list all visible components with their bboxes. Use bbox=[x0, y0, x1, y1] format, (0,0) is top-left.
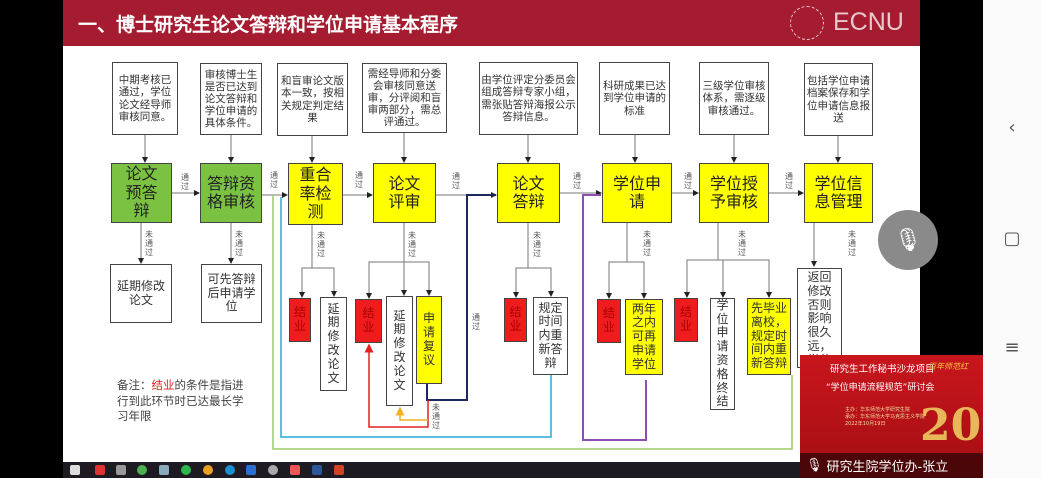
word-icon[interactable] bbox=[312, 465, 322, 475]
step-eligibility: 答辩资格审核 bbox=[200, 163, 262, 223]
pass-label: 通过 bbox=[684, 172, 692, 190]
windows-start-icon[interactable] bbox=[70, 465, 80, 475]
back-icon[interactable]: ‹ bbox=[1008, 117, 1016, 138]
desc-defense: 由学位评定分委员会组成答辩专家小组，需张贴答辩海报公示答辩信息。 bbox=[479, 62, 578, 135]
desc-pre-defense: 中期考核已通过，学位论文经导师审核同意。 bbox=[112, 62, 178, 135]
outcome-completion: 结业 bbox=[355, 299, 382, 343]
app-icon[interactable] bbox=[95, 465, 105, 475]
fail-label: 未通过 bbox=[848, 230, 856, 257]
desc-similarity: 和盲审论文版本一致，按相关规定判定结果 bbox=[277, 63, 348, 136]
step-info: 学位信息管理 bbox=[804, 163, 873, 223]
fail-label: 未通过 bbox=[317, 231, 325, 258]
pass-label: 通过 bbox=[181, 173, 189, 191]
note-text: 的条件是指进行到此环节时已达最长学习年限 bbox=[117, 378, 244, 424]
outcome-completion: 结业 bbox=[504, 298, 527, 342]
fail-label: 未通过 bbox=[145, 230, 153, 257]
step-review: 论文评审 bbox=[373, 163, 436, 223]
wechat-icon[interactable] bbox=[181, 465, 191, 475]
slide-title: 一、博士研究生论文答辩和学位申请基本程序 bbox=[78, 14, 459, 36]
mic-icon: 🎙 bbox=[806, 458, 823, 473]
fail-label: 未通过 bbox=[432, 403, 440, 430]
home-icon[interactable]: ▢ bbox=[1003, 228, 1021, 249]
outcome-completion: 结业 bbox=[289, 298, 311, 342]
desc-review: 需经导师和分委会审核同意送审，分评阅和盲审两部分，需总评通过。 bbox=[362, 63, 447, 133]
step-pre-defense: 论文预答辩 bbox=[111, 163, 172, 223]
pass-label: 通过 bbox=[452, 172, 460, 190]
app-icon[interactable] bbox=[116, 465, 126, 475]
pdf-icon[interactable] bbox=[290, 465, 300, 475]
app-icon[interactable] bbox=[268, 465, 278, 475]
outcome-delay-revise: 延期修改论文 bbox=[320, 297, 347, 391]
outcome-graduate-first: 先毕业离校，规定时间内重新答辩 bbox=[747, 298, 791, 375]
step-application: 学位申请 bbox=[602, 163, 672, 223]
desc-application: 科研成果已达到学位申请的标准 bbox=[599, 62, 670, 135]
outcome-delay-revise: 延期修改论文 bbox=[110, 264, 172, 323]
slide-header bbox=[63, 0, 920, 46]
outcome-return-revise: 返回修改否则影响很久远，学位认证，升 bbox=[797, 268, 842, 368]
outcome-completion: 结业 bbox=[674, 298, 698, 342]
note: 备注：结业的条件是指进行到此环节时已达最长学习年限 bbox=[117, 378, 247, 425]
desc-award: 三级学位审核体系，需逐级审核通过。 bbox=[699, 62, 769, 135]
mic-muted-icon: 🎙 bbox=[894, 227, 922, 253]
video-badge: 百年师范红 bbox=[928, 362, 968, 371]
step-similarity: 重合率检测 bbox=[288, 163, 343, 225]
pass-label: 通过 bbox=[472, 313, 480, 331]
fail-label: 未通过 bbox=[533, 231, 541, 258]
pass-label: 通过 bbox=[355, 171, 363, 189]
outcome-redefense: 规定时间内重新答辩 bbox=[533, 297, 568, 375]
chrome-icon[interactable] bbox=[203, 465, 213, 475]
desc-info: 包括学位申请档案保存和学位申请信息报送 bbox=[804, 63, 873, 136]
note-prefix: 备注： bbox=[117, 378, 152, 392]
pass-label: 通过 bbox=[270, 171, 278, 189]
fail-label: 未通过 bbox=[235, 230, 243, 257]
outcome-appeal: 申请复议 bbox=[416, 296, 442, 384]
app-icon[interactable] bbox=[159, 465, 169, 475]
video-anniversary-number: 20 bbox=[920, 400, 982, 451]
pass-label: 通过 bbox=[785, 172, 793, 190]
pass-label: 通过 bbox=[573, 172, 581, 190]
outcome-defense-first: 可先答辩后申请学位 bbox=[201, 264, 262, 323]
outcome-terminated: 学位申请资格终结 bbox=[710, 298, 735, 410]
step-defense: 论文答辩 bbox=[497, 163, 560, 223]
ecnu-seal-icon bbox=[790, 6, 824, 40]
app-icon[interactable] bbox=[246, 465, 256, 475]
video-host: 主办：华东师范大学研究生院 bbox=[845, 407, 911, 413]
step-award: 学位授予审核 bbox=[699, 163, 769, 223]
speaker-label: 🎙研究生院学位办-张立 bbox=[800, 453, 983, 478]
powerpoint-icon[interactable] bbox=[334, 465, 344, 475]
menu-icon[interactable]: ≡ bbox=[1004, 337, 1020, 358]
note-highlight: 结业 bbox=[151, 378, 175, 392]
ecnu-logo: ECNU bbox=[833, 8, 904, 36]
edge-icon[interactable] bbox=[225, 465, 235, 475]
outcome-reapply: 两年之内可再申请学位 bbox=[625, 299, 663, 375]
speaker-name: 研究生院学位办-张立 bbox=[826, 460, 949, 475]
mic-muted-button[interactable]: 🎙 bbox=[878, 210, 938, 270]
video-subtitle: “学位申请流程规范”研讨会 bbox=[826, 383, 935, 393]
fail-label: 未通过 bbox=[408, 231, 416, 258]
outcome-completion: 结业 bbox=[597, 299, 621, 343]
fail-label: 未通过 bbox=[738, 230, 746, 257]
outcome-delay-revise: 延期修改论文 bbox=[386, 296, 413, 406]
android-nav-bar bbox=[983, 0, 1041, 478]
video-date: 2022年10月19日 bbox=[845, 421, 886, 427]
video-co-host: 承办：华东师范大学马克思主义学院 bbox=[845, 414, 926, 420]
desc-eligibility: 审核博士生是否已达到论文答辩和学位申请的具体条件。 bbox=[200, 63, 262, 135]
speaker-video[interactable]: 研究生工作秘书沙龙项目 百年师范红 “学位申请流程规范”研讨会 主办：华东师范大… bbox=[800, 355, 983, 478]
app-icon[interactable] bbox=[137, 465, 147, 475]
video-title: 研究生工作秘书沙龙项目 bbox=[830, 364, 935, 375]
fail-label: 未通过 bbox=[643, 230, 651, 257]
